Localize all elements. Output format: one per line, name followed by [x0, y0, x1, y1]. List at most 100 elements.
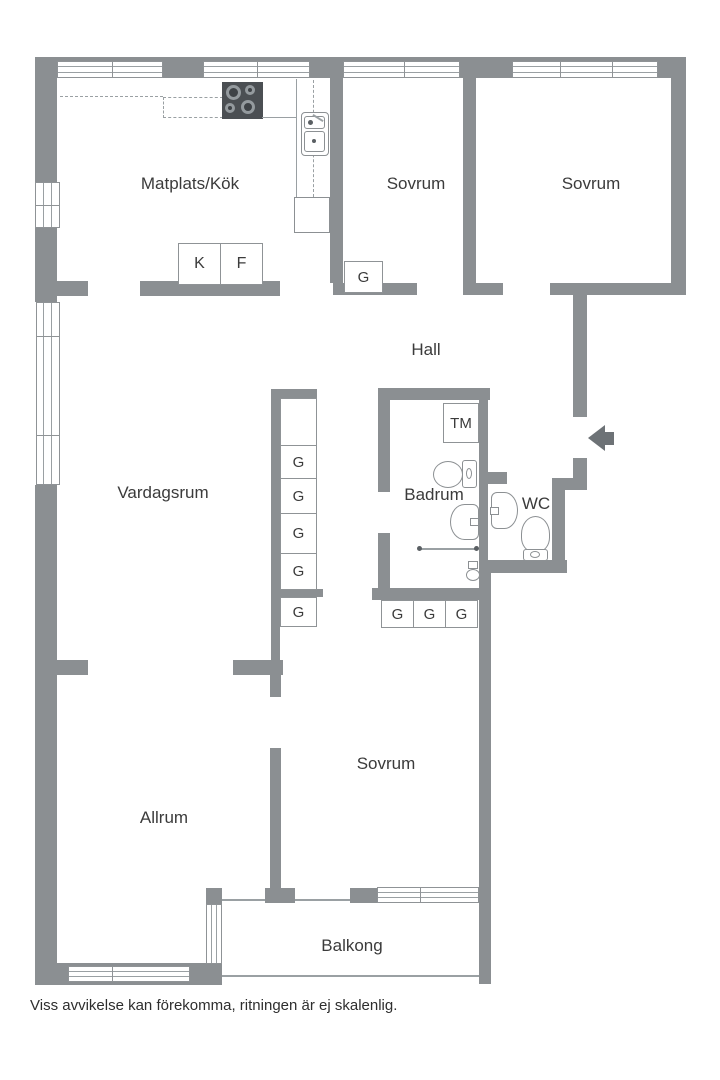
wall-family-bedroom	[270, 675, 281, 697]
wardrobe-label: G	[292, 525, 305, 542]
room-label-bedroom2: Sovrum	[561, 174, 621, 193]
window	[343, 61, 460, 78]
stove-burner	[226, 85, 241, 100]
wc-toilet-bowl	[521, 516, 550, 552]
wall-corridor-jog	[552, 478, 587, 490]
stove-burner	[241, 100, 255, 114]
wall-bedroom-divider	[463, 63, 476, 283]
shower-rail-end	[474, 546, 479, 551]
shower-mixer	[468, 561, 478, 569]
wardrobe-cell-empty	[280, 398, 317, 446]
kitchen-counter-edge	[296, 79, 297, 197]
wardrobe-cell: G	[381, 600, 414, 628]
wardrobe-label: G	[455, 605, 468, 623]
wardrobe-cell: G	[280, 513, 317, 554]
wall-wc-south	[479, 560, 567, 573]
wardrobe-cell: G	[280, 445, 317, 479]
wall-right-lower	[479, 560, 491, 984]
wall-kitchen-bedroom	[330, 78, 343, 283]
room-label-family: Allrum	[139, 808, 189, 827]
room-label-bathroom: Badrum	[404, 485, 464, 504]
wall-bathroom-north	[378, 388, 490, 400]
wall-family-bedroom	[270, 748, 281, 892]
kitchen-counter-dashed	[60, 96, 163, 98]
room-label-kitchen: Matplats/Kök	[140, 174, 240, 193]
wall-living-family-stub	[35, 660, 88, 675]
wardrobe-label: G	[292, 563, 305, 580]
room-label-balcony: Balkong	[321, 936, 383, 955]
wall-bathroom-south	[372, 588, 490, 600]
wall-right-upper	[671, 57, 686, 295]
bathroom-sink-tap	[470, 518, 479, 526]
window	[512, 61, 658, 78]
freezer-cell: F	[220, 243, 263, 285]
wall-between-doors	[463, 283, 503, 295]
entrance-door-arrow-icon	[604, 432, 614, 445]
window-mullion	[112, 966, 113, 982]
wardrobe-cell: G	[280, 597, 317, 627]
window-mullion	[420, 887, 421, 903]
balcony-edge	[295, 899, 350, 901]
washing-machine-label: TM	[450, 414, 472, 432]
window	[203, 61, 310, 78]
wardrobe-cell: G	[280, 553, 317, 590]
wall-wardrobe-cap	[271, 389, 317, 398]
wardrobe-cell: G	[413, 600, 446, 628]
window	[57, 61, 163, 78]
wall-left	[35, 485, 57, 985]
wall-wardrobe-stub	[271, 589, 323, 597]
disclaimer-text: Viss avvikelse kan förekomma, ritningen …	[30, 997, 398, 1014]
room-label-wc: WC	[521, 494, 551, 513]
toilet-bowl	[433, 461, 463, 488]
wardrobe-label: G	[292, 487, 305, 505]
wardrobe-cell: G	[344, 261, 383, 293]
kitchen-counter-edge	[262, 117, 297, 118]
wall-corridor	[573, 295, 587, 417]
wall-balcony-door-pier	[206, 888, 222, 904]
window-mullion	[612, 61, 613, 78]
wall-corridor	[573, 458, 587, 480]
room-label-bedroom3: Sovrum	[356, 754, 416, 773]
wardrobe-cell: G	[445, 600, 478, 628]
window	[68, 966, 190, 982]
kitchen-drain	[312, 139, 316, 143]
room-label-hall: Hall	[411, 340, 441, 359]
wardrobe-label: G	[423, 605, 436, 623]
shower-rail	[420, 548, 478, 550]
balcony-door	[206, 904, 222, 964]
washing-machine: TM	[443, 403, 479, 443]
window-mullion	[36, 336, 60, 337]
wardrobe-label: G	[391, 605, 404, 623]
wardrobe-label: G	[292, 453, 305, 471]
window-mullion	[404, 61, 405, 78]
wardrobe-cell: G	[280, 478, 317, 514]
wardrobe-label: G	[357, 268, 370, 286]
wall-family-bedroom-base	[265, 888, 295, 903]
stove-burner	[245, 85, 255, 95]
wall-bathroom-west	[378, 400, 390, 492]
floor-drain	[466, 569, 480, 581]
wall-wardrobe	[271, 398, 280, 697]
freezer-label: F	[236, 255, 247, 272]
window-bedroom-balcony	[377, 887, 479, 903]
wall-wc-stub	[479, 472, 507, 484]
stove-burner	[225, 103, 235, 113]
room-label-bedroom1: Sovrum	[386, 174, 446, 193]
kitchen-faucet	[308, 120, 313, 125]
wall-balcony-door-block	[192, 963, 222, 985]
wall-wc-east	[552, 490, 565, 573]
wall-living-family-stub	[233, 660, 283, 675]
wc-toilet-flush	[530, 551, 540, 558]
wardrobe-label: G	[292, 603, 305, 621]
dishwasher	[163, 97, 223, 118]
window	[36, 302, 60, 485]
wall-bedroom2-south	[550, 283, 686, 295]
wall-bathroom-west	[378, 533, 390, 588]
fridge-cell: K	[178, 243, 221, 285]
kitchen-cabinet	[294, 197, 330, 233]
wall-left	[35, 78, 57, 182]
window-mullion	[257, 61, 258, 78]
window-mullion	[35, 205, 60, 206]
wc-sink-tap	[490, 507, 499, 515]
